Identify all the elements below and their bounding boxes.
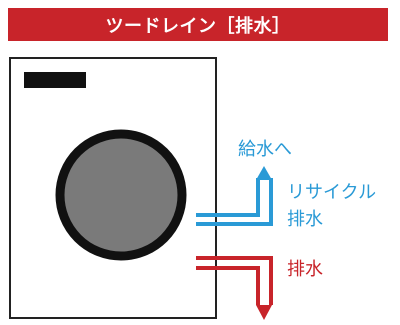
drain-pipe bbox=[196, 256, 273, 305]
drain-pipe-outer bbox=[196, 256, 273, 305]
control-panel bbox=[24, 72, 86, 88]
recycle-pipe bbox=[196, 178, 273, 226]
up-arrow-icon bbox=[256, 166, 272, 180]
down-arrow-icon bbox=[256, 305, 272, 320]
page-title: ツードレイン［排水］ bbox=[105, 15, 291, 37]
title-banner: ツードレイン［排水］ bbox=[8, 8, 388, 41]
supply-label: 給水へ bbox=[238, 139, 292, 160]
recycle-pipe-outer bbox=[196, 178, 260, 217]
recycle-label-line2: 排水 bbox=[287, 209, 323, 230]
drum-door bbox=[55, 129, 187, 261]
washing-machine bbox=[9, 57, 217, 319]
drain-label: 排水 bbox=[287, 259, 323, 280]
recycle-pipe-inner bbox=[196, 178, 273, 226]
drain-pipe-inner bbox=[196, 266, 260, 305]
recycle-label-line1: リサイクル bbox=[287, 182, 376, 203]
